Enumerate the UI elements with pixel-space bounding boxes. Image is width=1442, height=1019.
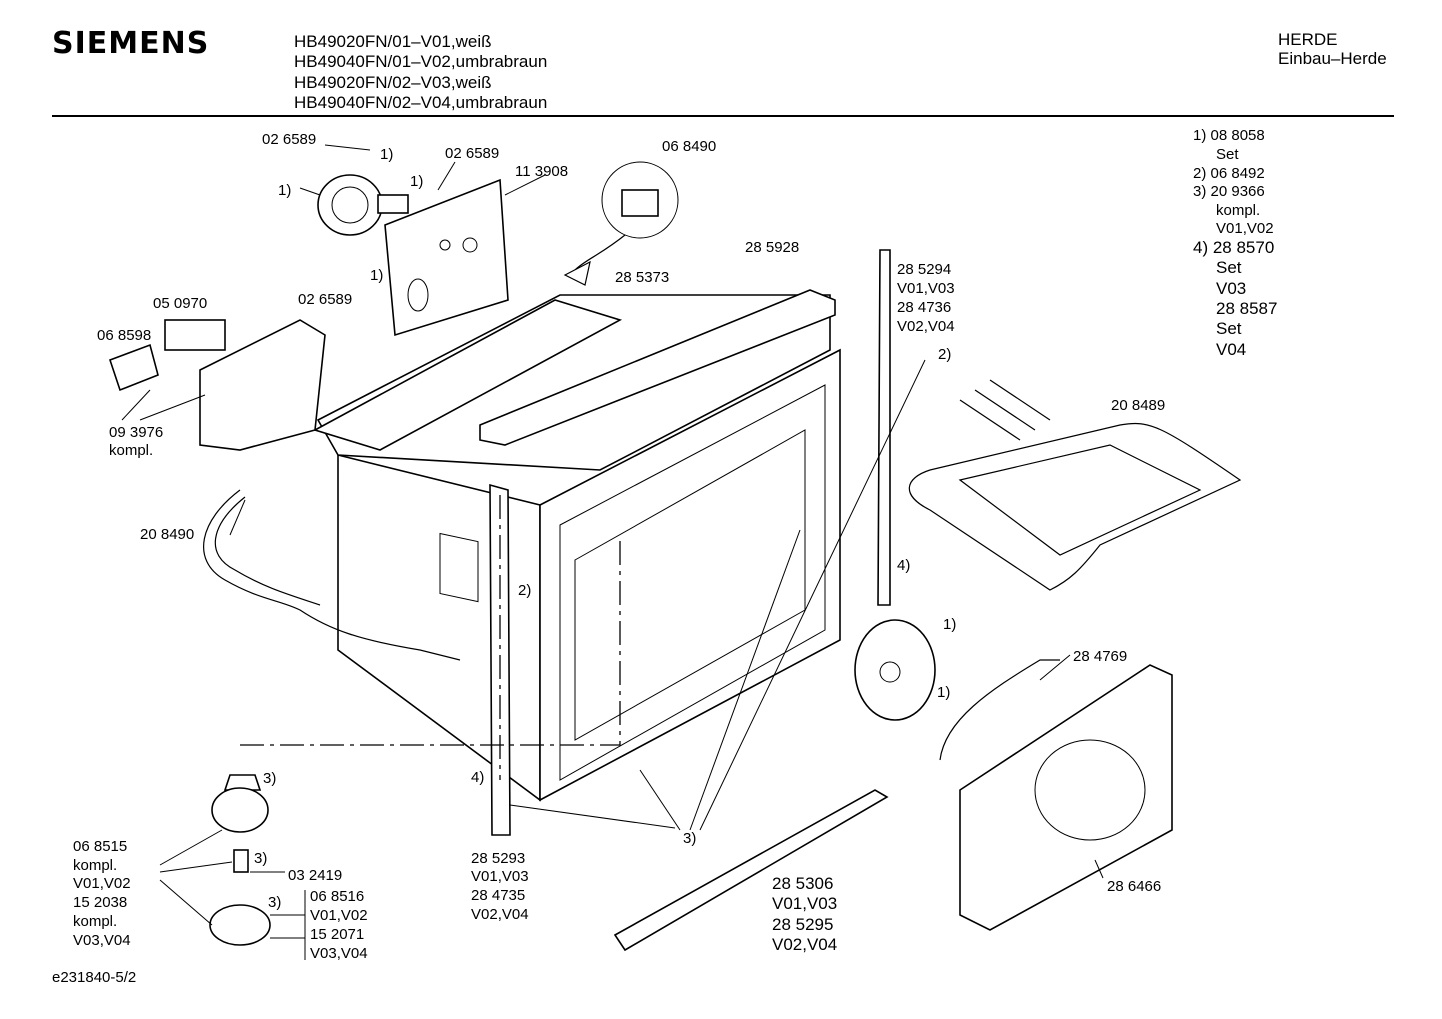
category-title: HERDE bbox=[1278, 30, 1338, 49]
fan-blade bbox=[854, 619, 936, 721]
lower-heating-element bbox=[203, 489, 461, 661]
part-label: V01,V02 bbox=[310, 907, 368, 924]
part-label: 15 2038 bbox=[73, 894, 128, 911]
part-label: V01,V03 bbox=[772, 894, 838, 913]
legend-line: 4) 28 8570 bbox=[1193, 238, 1275, 257]
part-label: 09 3976 bbox=[109, 424, 164, 441]
part-label: V02,V04 bbox=[471, 906, 529, 923]
rear-fan-cover bbox=[959, 664, 1173, 931]
part-label: 28 4736 bbox=[897, 299, 952, 316]
ref-label: 1) bbox=[943, 616, 957, 633]
ref-label: 1) bbox=[370, 267, 384, 284]
top-cover-plate bbox=[312, 299, 623, 451]
door-switch bbox=[108, 343, 159, 392]
part-label: 02 6589 bbox=[298, 291, 353, 308]
legend-line: kompl. bbox=[1216, 202, 1261, 219]
part-label: 20 8489 bbox=[1111, 397, 1166, 414]
part-label: 06 8515 bbox=[73, 838, 128, 855]
part-label: 28 4769 bbox=[1073, 648, 1128, 665]
part-label: 28 5294 bbox=[897, 261, 952, 278]
right-side-strip bbox=[877, 249, 891, 606]
part-label: 06 8516 bbox=[310, 888, 365, 905]
part-label: V03,V04 bbox=[73, 932, 131, 949]
ref-label: 4) bbox=[471, 769, 485, 786]
part-label: kompl. bbox=[109, 442, 154, 459]
upper-heating-element bbox=[908, 422, 1242, 591]
part-label: 06 8598 bbox=[97, 327, 152, 344]
part-label: V03,V04 bbox=[310, 945, 368, 962]
top-trim-strip bbox=[479, 289, 836, 446]
model-line-4: HB49040FN/02–V04,umbrabraun bbox=[294, 93, 548, 112]
legend-line: 3) 20 9366 bbox=[1193, 183, 1265, 200]
control-bracket bbox=[199, 319, 326, 451]
part-label: 28 5293 bbox=[471, 850, 526, 867]
part-label: V02,V04 bbox=[772, 935, 838, 954]
part-label: V01,V03 bbox=[471, 868, 529, 885]
part-label: V02,V04 bbox=[897, 318, 955, 335]
part-label: 02 6589 bbox=[262, 131, 317, 148]
oven-cavity bbox=[316, 294, 841, 802]
part-label: 11 3908 bbox=[515, 163, 569, 180]
ref-label: 1) bbox=[410, 173, 424, 190]
alignment-line bbox=[240, 540, 621, 746]
subcategory-title: Einbau–Herde bbox=[1278, 49, 1387, 68]
ref-label: 3) bbox=[254, 850, 268, 867]
part-label: 28 5306 bbox=[772, 874, 834, 893]
legend-line: V04 bbox=[1216, 340, 1247, 359]
legend-line: 28 8587 bbox=[1216, 299, 1278, 318]
bottom-trim-strip bbox=[613, 789, 889, 952]
part-label: 03 2419 bbox=[288, 867, 343, 884]
ref-label: 4) bbox=[897, 557, 911, 574]
model-line-1: HB49020FN/01–V01,weiß bbox=[294, 32, 492, 51]
ref-label: 3) bbox=[263, 770, 277, 787]
part-label: kompl. bbox=[73, 913, 118, 930]
leader-lines bbox=[121, 144, 1104, 960]
oven-lamp-assembly bbox=[209, 774, 271, 946]
part-label: 02 6589 bbox=[445, 145, 500, 162]
legend-line: Set bbox=[1216, 146, 1239, 163]
legend-line: V01,V02 bbox=[1216, 220, 1274, 237]
legend-line: Set bbox=[1216, 319, 1242, 338]
part-label: 06 8490 bbox=[662, 138, 717, 155]
part-label: 28 6466 bbox=[1107, 878, 1162, 895]
part-label: 28 4735 bbox=[471, 887, 526, 904]
part-label: 05 0970 bbox=[153, 295, 208, 312]
part-label: 15 2071 bbox=[310, 926, 365, 943]
part-label: V01,V03 bbox=[897, 280, 955, 297]
part-label: 28 5295 bbox=[772, 915, 834, 934]
model-line-3: HB49020FN/02–V03,weiß bbox=[294, 73, 492, 92]
ref-label: 3) bbox=[683, 830, 697, 847]
drawing-code: e231840-5/2 bbox=[52, 969, 137, 986]
model-line-2: HB49040FN/01–V02,umbrabraun bbox=[294, 52, 548, 71]
fan-motor bbox=[317, 174, 409, 236]
ref-label: 1) bbox=[278, 182, 292, 199]
legend-line: V03 bbox=[1216, 279, 1247, 298]
ref-label: 1) bbox=[937, 684, 951, 701]
rear-panel bbox=[384, 178, 509, 337]
ref-label: 3) bbox=[268, 894, 282, 911]
legend-line: 2) 06 8492 bbox=[1193, 165, 1265, 182]
brand-logo: SIEMENS bbox=[52, 26, 210, 61]
part-label: 28 5928 bbox=[745, 239, 800, 256]
part-label: kompl. bbox=[73, 857, 118, 874]
thermostat-detail-circle bbox=[601, 161, 679, 239]
part-label: 20 8490 bbox=[140, 526, 195, 543]
ref-label: 2) bbox=[938, 346, 952, 363]
ref-label: 2) bbox=[518, 582, 532, 599]
part-label: 28 5373 bbox=[615, 269, 670, 286]
legend-line: 1) 08 8058 bbox=[1193, 127, 1265, 144]
legend-line: Set bbox=[1216, 258, 1242, 277]
ref-label: 1) bbox=[380, 146, 394, 163]
part-label: V01,V02 bbox=[73, 875, 131, 892]
